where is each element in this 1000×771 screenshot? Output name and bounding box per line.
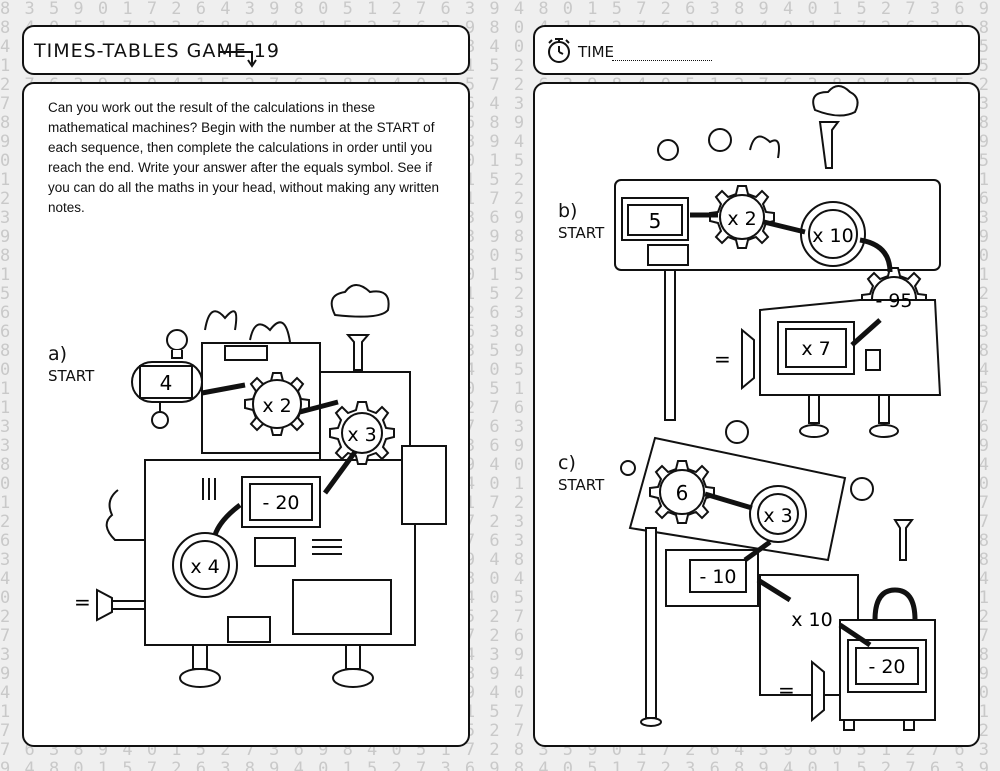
- machine-b-step2-box: [808, 209, 858, 259]
- machine-a-letter: a): [48, 343, 68, 365]
- machine-c-start-value: 6: [676, 481, 689, 505]
- machine-a-start-value: 4: [160, 371, 173, 395]
- machine-a-step4: x 4: [190, 556, 219, 578]
- machine-b-start-label: START: [558, 224, 605, 242]
- machine-a-label: a) START: [48, 343, 94, 387]
- machine-a-step1: x 2: [262, 395, 291, 417]
- machine-c-label: c) START: [558, 452, 604, 496]
- cloud-icon: [812, 85, 859, 117]
- machine-b-letter: b): [558, 200, 578, 222]
- machine-c-step2: - 10: [699, 566, 736, 588]
- time-box: [533, 25, 980, 75]
- machine-a-start-box: [139, 365, 193, 399]
- machine-b-label: b) START: [558, 200, 604, 244]
- machine-c-step2-box: [689, 559, 747, 593]
- machine-c-step1: x 3: [763, 505, 792, 527]
- machine-b-equals: =: [714, 347, 731, 371]
- machine-c-step4: - 20: [868, 656, 905, 678]
- machine-c-step4-box: [855, 647, 919, 685]
- machine-b-step3: - 95: [875, 290, 912, 312]
- stopwatch-icon: [548, 38, 570, 63]
- lightbulb-icon: [725, 420, 749, 444]
- machine-b-start-value: 5: [649, 209, 662, 233]
- machine-c-letter: c): [558, 452, 576, 474]
- machine-c-step3: x 10: [791, 609, 832, 631]
- machine-b-step2: x 10: [812, 225, 853, 247]
- machine-a-step2: x 3: [347, 424, 376, 446]
- machine-b-step1: x 2: [727, 208, 756, 230]
- machine-b-step4-box: [785, 328, 847, 368]
- time-label: TIME: [578, 43, 615, 61]
- title-box: [22, 25, 470, 75]
- page-title: TIMES-TABLES GAME 19: [34, 40, 280, 62]
- machine-a-step3-box: [249, 483, 313, 521]
- lightbulb-icon: [657, 139, 679, 161]
- instructions-text: Can you work out the result of the calcu…: [48, 100, 439, 215]
- arrow-down-right-icon: [220, 51, 257, 68]
- machine-a-start-label: START: [48, 367, 95, 385]
- cloud-icon: [330, 284, 390, 318]
- machine-a-step3: - 20: [262, 492, 299, 514]
- machine-c-start-box: [659, 469, 705, 515]
- machine-c-start-label: START: [558, 476, 605, 494]
- machine-b-step4: x 7: [801, 338, 830, 360]
- time-answer-field[interactable]: [612, 60, 712, 61]
- machine-c-equals: =: [778, 678, 795, 702]
- machine-a-equals: =: [74, 590, 91, 614]
- machine-a-step4-box: [180, 540, 230, 590]
